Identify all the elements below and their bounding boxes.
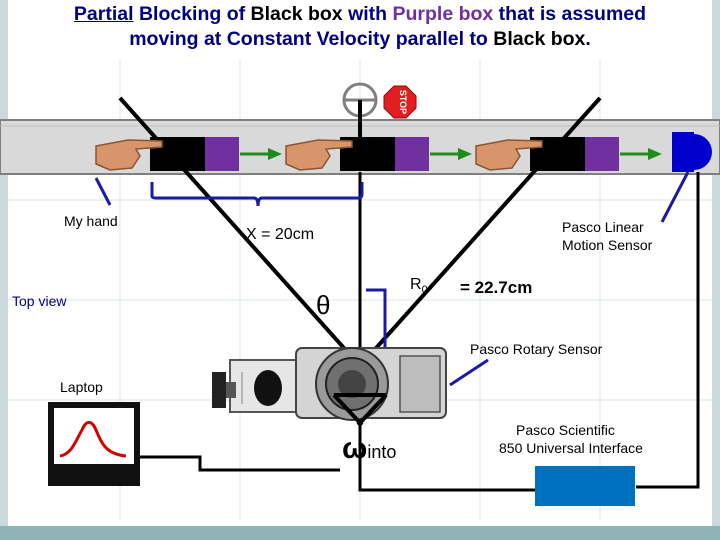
title-segment: that is assumed [493,3,647,25]
hand-icon [285,139,353,171]
title-line2: moving at Constant Velocity parallel to [129,28,494,50]
box-pair-1 [150,137,239,171]
linear-sensor-label-line2: Motion Sensor [562,237,653,253]
motion-arrows [240,148,662,160]
right-frame-strip [712,0,720,540]
title-black-box: Black box [493,28,586,50]
rotary-sensor-icon [212,347,447,421]
left-frame-strip [0,0,8,540]
hand-icon [95,139,163,171]
title-word-partial: Partial [73,3,134,25]
distance-bracket [150,182,364,207]
bottom-frame-strip [0,526,720,540]
connection-wires [140,172,700,492]
title-segment: with [342,3,393,25]
laptop-icon [48,402,140,486]
linear-sensor-label-line1: Pasco Linear [562,219,644,235]
my-hand-label: My hand [64,213,118,229]
linear-motion-sensor-icon [672,132,712,172]
r0-symbol: R [410,276,422,293]
box-pair-2 [340,137,429,171]
title-segment: Blocking of [133,3,251,25]
hand-icon [475,139,543,171]
box-pair-3 [530,137,619,171]
theta-symbol: θ [316,290,331,320]
title-black-box: Black box [250,3,343,25]
omega-subscript: into [367,442,397,462]
x-distance-label: X = 20cm [246,226,315,243]
title-period: . [585,28,591,50]
r0-label: R0 [410,276,428,296]
top-view-label: Top view [12,293,67,309]
rotation-arm [332,393,388,427]
svg-text:STOP: STOP [398,90,408,114]
r0-subscript: 0 [421,284,428,297]
interface-label-line1: Pasco Scientific [516,422,615,438]
page-title: Partial Blocking of Black box with Purpl… [0,2,720,52]
omega-label: ωinto [342,432,396,466]
stop-sign-icon: STOP [383,85,417,119]
laptop-label: Laptop [60,379,103,395]
omega-symbol: ω [342,432,368,465]
rotary-sensor-label: Pasco Rotary Sensor [470,341,603,357]
universal-interface-icon [535,466,635,506]
title-purple-box: Purple box [392,3,494,25]
r0-value-label: = 22.7cm [460,278,533,297]
interface-label-line2: 850 Universal Interface [499,440,643,456]
